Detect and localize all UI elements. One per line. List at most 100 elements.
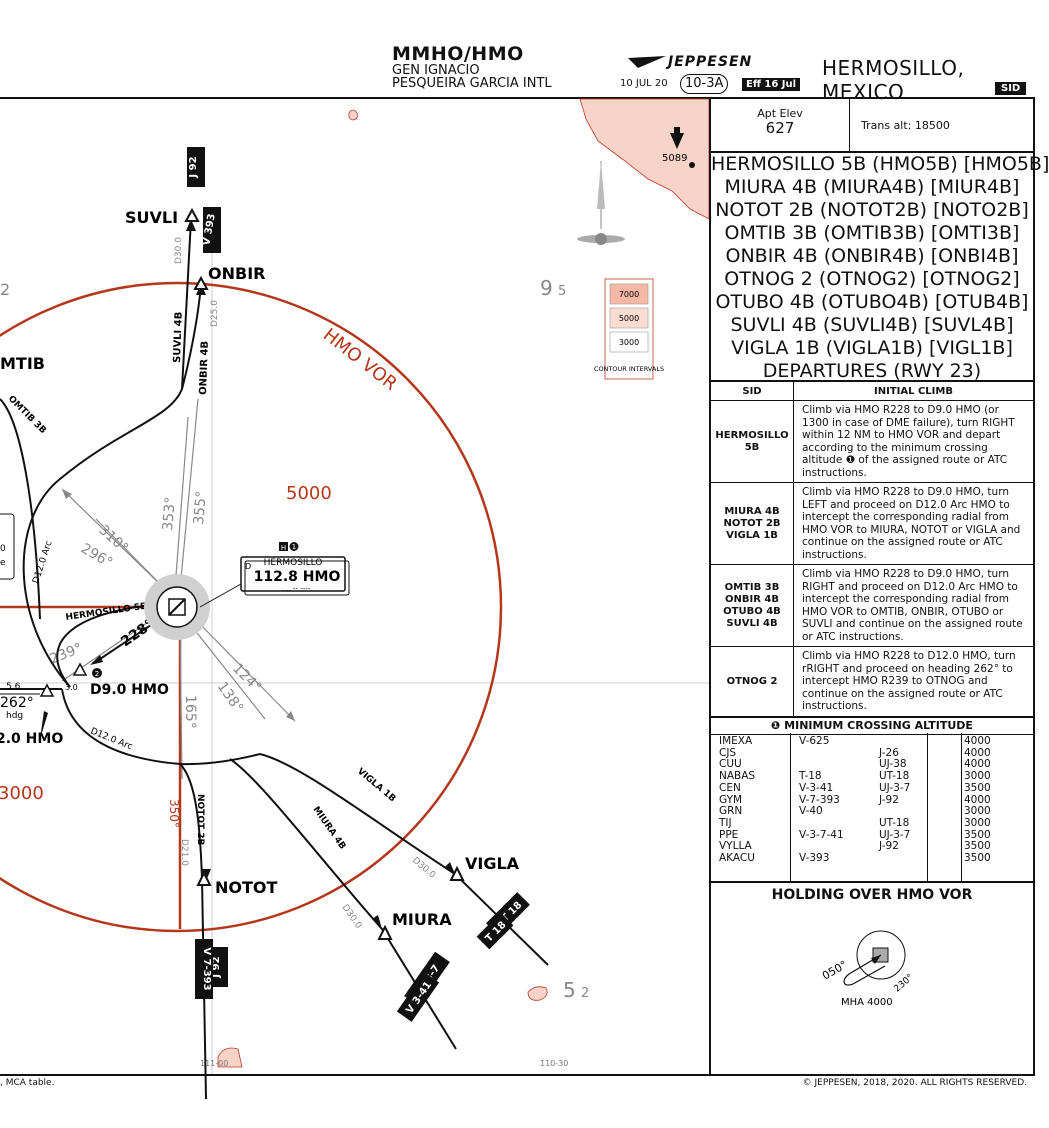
msa-5000-label: 5000 <box>286 483 332 504</box>
route-suvli <box>22 218 192 688</box>
table-row: OTNOG 2 Climb via HMO R228 to D12.0 HMO,… <box>711 646 1033 717</box>
contour-5000-swatch <box>609 307 649 329</box>
divider <box>790 733 791 881</box>
header-rule <box>0 97 1035 99</box>
procedure-title: MIURA 4B (MIURA4B) [MIUR4B] <box>724 176 1020 198</box>
jeppesen-logo-icon <box>628 56 666 68</box>
mca-cell-a: T-18 <box>799 770 822 783</box>
holding-mha: MHA 4000 <box>841 997 893 1008</box>
svg-text:2: 2 <box>95 670 99 678</box>
table-row: HERMOSILLO 5B Climb via HMO R228 to D9.0… <box>711 400 1033 483</box>
apt-elev-value: 627 <box>765 119 795 137</box>
procedure-titles: HERMOSILLO 5B (HMO5B) [HMO5B] MIURA 4B (… <box>711 153 1049 383</box>
airport-code: MMHO/HMO <box>392 43 524 65</box>
mca-cell-alt: 3500 <box>964 852 991 864</box>
terrain-island-1 <box>348 109 358 121</box>
contour-legend-frame <box>604 278 654 380</box>
route-vigla <box>259 753 549 966</box>
initial-climb-table: SID INITIAL CLIMB HERMOSILLO 5B Climb vi… <box>711 380 1033 717</box>
table-row: OMTIB 3B ONBIR 4B OTUBO 4B SUVLI 4B Clim… <box>711 564 1033 647</box>
airport-header: MMHO/HMO GEN IGNACIO PESQUEIRA GARCIA IN… <box>392 44 612 90</box>
airport-name-line1: GEN IGNACIO <box>392 63 480 78</box>
effective-date: Eff 16 Jul <box>742 78 801 91</box>
mca-cell-b: J-26 <box>879 746 899 759</box>
procedure-title: OMTIB 3B (OMTIB3B) [OMTI3B] <box>724 222 1020 244</box>
lon-label-111: 111-00 <box>200 1059 228 1068</box>
north-arrow-icon <box>577 161 625 245</box>
grid-number-52: 5 <box>563 978 576 1002</box>
svg-text:V 7-393: V 7-393 <box>201 947 212 990</box>
divider <box>927 733 928 881</box>
chart-date: 10 JUL 20 <box>620 78 668 89</box>
dme-d30-suvli: D30.0 <box>174 237 184 264</box>
col-header-initial-climb: INITIAL CLIMB <box>793 380 1033 401</box>
svg-text:J 92: J 92 <box>211 956 222 978</box>
sid-cell: OTNOG 2 <box>711 646 794 717</box>
mca-cell-alt: 4000 <box>964 793 991 806</box>
apt-elev: Apt Elev 627 <box>711 107 849 137</box>
svg-text:e: e <box>0 558 6 568</box>
chart-number: 10-3A <box>680 74 729 94</box>
fix-notot-label: NOTOT <box>215 878 278 897</box>
heading-262: 262° <box>0 695 34 711</box>
fix-miura-label: MIURA <box>392 910 452 929</box>
mca-cell-alt: 3000 <box>964 770 991 783</box>
mca-cell-b: J-92 <box>879 840 899 853</box>
svg-text:0: 0 <box>0 544 6 554</box>
fix-d9-triangle-icon <box>72 662 88 676</box>
mca-cell-b: UT-18 <box>879 816 910 829</box>
dme-d30-miura: D30.0 <box>340 903 364 931</box>
fix-onbir-triangle-icon <box>193 275 209 290</box>
brand-name: JEPPESEN <box>668 54 753 70</box>
route-label-miura4b: MIURA 4B <box>311 805 348 852</box>
fix-d12-label: 2.0 HMO <box>0 731 63 747</box>
procedure-title: HERMOSILLO 5B (HMO5B) [HMO5B] <box>711 153 1049 175</box>
route-label-onbir4b: ONBIR 4B <box>198 341 211 395</box>
fix-vigla-label: VIGLA <box>465 854 520 873</box>
fix-suvli-label: SUVLI <box>125 208 178 227</box>
copyright: © JEPPESEN, 2018, 2020. ALL RIGHTS RESER… <box>802 1078 1027 1088</box>
mca-cell-alt: 3500 <box>964 840 991 853</box>
mca-cell-fix: VYLLA <box>719 840 752 853</box>
holding-track <box>843 954 886 986</box>
divider <box>961 733 962 881</box>
mca-cell-a: V-3-7-41 <box>799 828 844 841</box>
mca-cell-a: V-7-393 <box>799 793 840 806</box>
spot-elevation-dot <box>689 162 695 168</box>
dme-5-6: 5.6 <box>6 682 21 692</box>
heading-hdg: hdg <box>6 711 23 721</box>
procedure-title: ONBIR 4B (ONBIR4B) [ONBI4B] <box>725 245 1019 267</box>
sid-cell: OMTIB 3B ONBIR 4B OTUBO 4B SUVLI 4B <box>711 564 794 647</box>
route-label-hermosillo5b: HERMOSILLO 5B <box>65 602 148 623</box>
mca-cell-alt: 3500 <box>964 781 991 794</box>
spot-elevation-label: 5089 <box>662 153 687 164</box>
vor-info-box: H 1 HERMOSILLO D 112.8 HMO .... -- ---- <box>199 542 350 608</box>
procedure-title: OTNOG 2 (OTNOG2) [OTNOG2] <box>724 268 1020 290</box>
route-arrowhead <box>90 655 103 665</box>
grid-number-95-sub: 5 <box>558 284 566 299</box>
route-hermosillo5b <box>56 603 161 688</box>
route-arrowhead <box>372 915 382 929</box>
mca-cell-alt: 3000 <box>964 816 991 829</box>
climb-cell: Climb via HMO R228 to D9.0 HMO (or 1300 … <box>793 400 1033 483</box>
mca-cell-fix: CEN <box>719 781 741 794</box>
grid-number-95: 9 <box>540 276 553 300</box>
dme-d21: D21.0 <box>179 839 189 866</box>
mca-cell-alt: 4000 <box>964 758 991 771</box>
route-label-omtib3b: OMTIB 3B <box>6 394 48 436</box>
grid-number-52-sub: 2 <box>581 986 589 1001</box>
mca-cell-fix: NABAS <box>719 770 756 783</box>
svg-text:H: H <box>281 544 286 552</box>
airway-j92-top: J 92 <box>187 147 205 187</box>
msa-3000-label: 3000 <box>0 783 44 804</box>
mca-cell-a: V-625 <box>799 735 830 747</box>
mca-cell-a: V-40 <box>799 805 823 818</box>
footer-note: , MCA table. <box>0 1078 55 1088</box>
mca-cell-b: UJ-3-7 <box>879 781 911 794</box>
contour-3000-label: 3000 <box>619 338 639 347</box>
mca-cell-alt: 3000 <box>964 805 991 818</box>
svg-text:1: 1 <box>292 543 296 551</box>
svg-text:HERMOSILLO: HERMOSILLO <box>264 558 323 568</box>
fix-omtib-label: MTIB <box>0 354 45 373</box>
chart-type-badge: SID <box>995 82 1027 95</box>
